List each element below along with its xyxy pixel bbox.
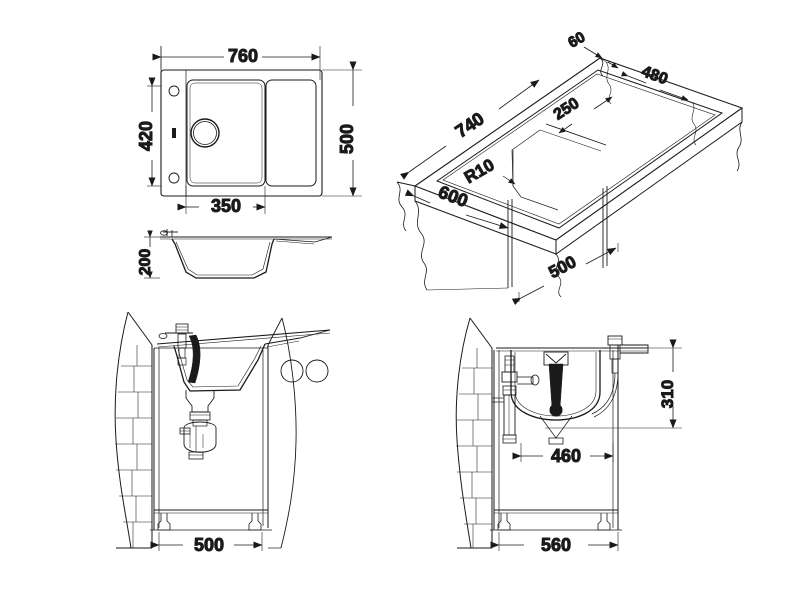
worktop-overhang <box>620 344 649 354</box>
isometric-cutout-view: 740 60 480 250 R10 <box>396 28 744 306</box>
overflow-chevron <box>545 353 567 364</box>
bowl-section-outer <box>173 343 266 392</box>
dimension-420: 420 <box>136 77 157 187</box>
cutout-divider-upper <box>545 123 607 146</box>
dimension-560: 560 <box>490 532 619 556</box>
drainer-profile <box>273 236 333 243</box>
drain-hole-inner <box>193 121 217 145</box>
top-plan-view: 760 420 500 350 <box>136 46 362 217</box>
tap-riser-front <box>591 335 623 418</box>
sink-bowl-inner-plan <box>189 82 263 184</box>
wall-brick-hatching <box>115 345 152 548</box>
worktop-left-ext <box>396 181 416 187</box>
dimension-200-label: 200 <box>137 249 154 276</box>
supply-valve-stack <box>492 355 540 444</box>
sink-drainer-plan <box>265 79 317 187</box>
cabinet-break-right-side <box>280 317 297 549</box>
dimension-350: 350 <box>177 196 266 217</box>
cabinet-foot-right <box>248 513 262 531</box>
side-section-view: 500 <box>114 311 331 556</box>
pipe-section-right <box>305 359 329 383</box>
dimension-460-label: 460 <box>551 446 581 466</box>
sink-outline-plan <box>160 69 323 197</box>
side-elevation-view: 200 <box>137 229 333 279</box>
dimension-60-label: 60 <box>565 29 588 52</box>
wall-break-line-left <box>114 311 132 549</box>
cabinet-bottom-hint <box>426 287 509 291</box>
dimension-460: 460 <box>512 443 614 467</box>
cabinet-foot-right-2 <box>597 513 611 531</box>
drainer-section-2 <box>266 340 300 348</box>
tap-hole-upper <box>168 85 180 97</box>
front-section-view: 310 460 560 <box>455 317 682 556</box>
cabinet-break-right <box>736 121 743 172</box>
bowl-profile-inner <box>175 241 271 276</box>
wall-top-chamfer <box>127 311 153 346</box>
sink-bowl-plan <box>186 79 266 187</box>
bowl-section-inner <box>177 345 262 388</box>
overflow-cap <box>543 351 569 366</box>
dimension-760: 760 <box>152 46 321 67</box>
bowl-profile-outer <box>171 238 275 279</box>
overflow-pipe <box>187 334 201 384</box>
tap-assembly-section <box>158 323 193 366</box>
cabinet-foot-left <box>157 513 171 531</box>
dimension-560-label: 560 <box>541 535 571 555</box>
dimension-500-plan-label: 500 <box>337 124 357 154</box>
cabinet-break-mid <box>555 253 559 277</box>
dimension-500-plan: 500 <box>337 61 358 197</box>
worktop-break-top <box>599 57 604 77</box>
cutout-opening-inner <box>442 73 716 225</box>
cutout-interior-bottom <box>512 185 559 211</box>
drainer-section <box>264 329 331 345</box>
tap-fitting-elevation <box>160 229 178 237</box>
worktop-break-left <box>396 181 407 232</box>
wall-brick-hatching-2 <box>456 348 492 548</box>
waste-outlet <box>548 437 564 445</box>
break-480b <box>691 101 697 146</box>
dimension-350-label: 350 <box>211 196 241 216</box>
waste-trap-assembly <box>179 390 217 460</box>
dimension-310: 310 <box>545 339 682 429</box>
overflow-slot <box>172 128 176 138</box>
dimension-60: 60 <box>565 28 619 69</box>
cabinet-right-chamfer <box>267 317 283 346</box>
wall-break-line-right-view <box>455 317 472 549</box>
sink-rim-section-2 <box>157 332 331 348</box>
dimension-760-label: 760 <box>228 46 258 66</box>
tap-hole-lower <box>168 172 180 184</box>
dimension-200: 200 <box>137 230 155 279</box>
cabinet-break-mid2 <box>557 275 562 298</box>
dimension-420-label: 420 <box>136 121 156 151</box>
worktop-right-edge <box>555 108 743 255</box>
bowl-front-outer <box>510 350 601 421</box>
cutout-divider-lower <box>539 129 602 152</box>
pipe-section-left <box>280 359 304 383</box>
drainer-profile-inner <box>275 240 315 245</box>
cabinet-break-left <box>414 200 428 291</box>
dimension-310-label: 310 <box>658 380 677 408</box>
dimension-500-side-label: 500 <box>194 535 224 555</box>
wall-top-chamfer-2 <box>469 317 493 349</box>
cabinet-foot-left-2 <box>497 513 511 531</box>
dimension-500-side-section: 500 <box>150 532 263 556</box>
cutout-opening <box>435 69 724 229</box>
waste-ball <box>549 403 563 417</box>
drain-hole-outer <box>190 118 220 148</box>
